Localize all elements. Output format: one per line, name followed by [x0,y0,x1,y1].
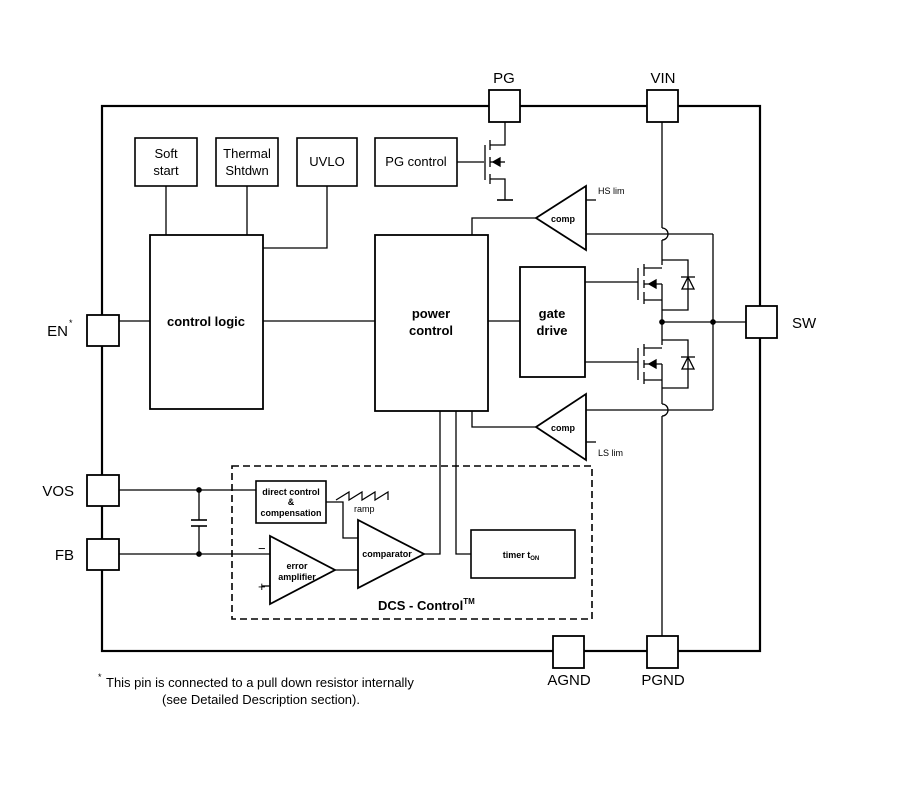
ramp-label: ramp [354,504,375,514]
pin-vin [646,89,679,123]
soft-start-label-2: start [153,163,179,178]
pin-fb [86,538,120,571]
ls-lim-label: LS lim [598,448,623,458]
gate-drive-label-2: drive [536,323,567,338]
pin-label-sw: SW [792,315,817,332]
control-logic-label: control logic [167,314,245,329]
chip-outline [100,104,762,653]
comp-low-triangle [534,392,587,462]
pin-agnd [552,635,585,669]
direct-control-label-1: direct control [262,487,320,497]
pin-vos [86,474,120,507]
uvlo-label: UVLO [309,154,344,169]
comparator-triangle [357,518,426,590]
footnote-line-1: This pin is connected to a pull down res… [106,675,414,690]
dcs-title-tm: TM [463,597,475,606]
comparator-label: comparator [362,549,412,559]
error-amp-label-2: amplifier [278,572,316,582]
error-amp-label-1: error [286,561,308,571]
hs-lim-label: HS lim [598,186,625,196]
thermal-label-1: Thermal [223,146,271,161]
timer-label-sub: ON [530,556,539,562]
gate-drive-block [519,266,586,378]
comp-high-label: comp [551,214,576,224]
pin-label-agnd: AGND [547,672,591,689]
pin-label-pgnd: PGND [641,672,685,689]
error-amplifier-triangle [269,534,337,606]
dcs-title-main: DCS - Control [378,598,463,613]
power-control-label-2: control [409,323,453,338]
timer-label-main: timer t [503,550,531,560]
thermal-label-2: Shtdwn [225,163,268,178]
control-logic-block [149,234,264,410]
direct-control-label-2: & [288,497,295,507]
pin-pg [488,89,521,123]
power-control-block [374,234,489,412]
soft-start-label-1: Soft [154,146,178,161]
pin-sw [745,305,778,339]
pin-en [86,314,120,347]
footnote-mark: * [98,672,102,682]
gate-drive-label-1: gate [539,306,566,321]
timer-label: timer tON [503,550,540,562]
pin-label-vin: VIN [650,70,675,87]
pin-label-pg: PG [493,70,515,87]
pin-label-vos: VOS [42,483,74,500]
pg-control-label: PG control [385,154,447,169]
pin-pgnd [646,635,679,669]
direct-control-label-3: compensation [260,508,321,518]
comp-high-triangle [534,184,587,252]
comp-low-label: comp [551,423,576,433]
power-control-label-1: power [412,306,450,321]
dcs-title: DCS - ControlTM [378,597,475,613]
minus-sign: − [258,541,266,556]
plus-sign: + [258,579,266,594]
dcs-control-box [231,465,593,620]
pin-label-en: EN [47,323,68,340]
pin-label-en-mark: * [69,318,73,328]
timer-block [470,529,576,579]
footnote-line-2: (see Detailed Description section). [162,692,360,707]
pin-label-fb: FB [55,547,74,564]
